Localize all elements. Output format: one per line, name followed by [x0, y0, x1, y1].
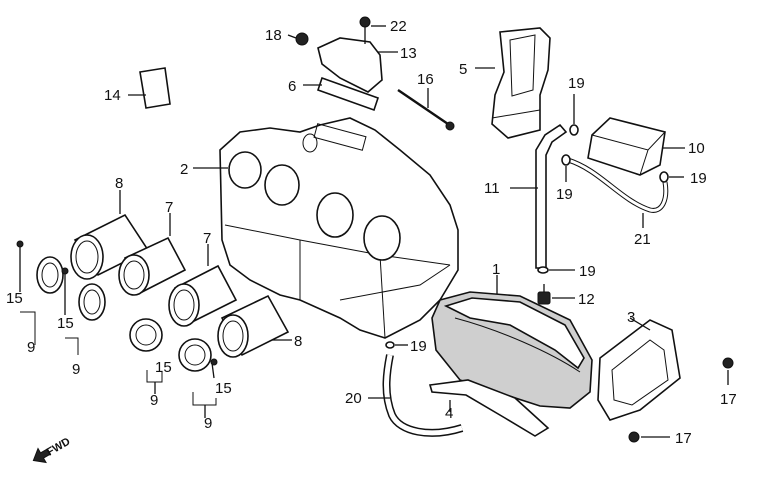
part-14-label-sticker [128, 67, 171, 109]
label-17b: 17 [675, 430, 692, 447]
label-7a: 7 [165, 199, 173, 216]
label-13: 13 [400, 45, 417, 62]
label-17a: 17 [720, 391, 737, 408]
part-9-band-a [16, 240, 64, 345]
part-20-hose [368, 354, 464, 437]
label-5: 5 [459, 61, 467, 78]
label-15c: 15 [155, 359, 172, 376]
label-21: 21 [634, 231, 651, 248]
label-9d: 9 [204, 415, 212, 432]
part-18-grommet [287, 32, 309, 46]
label-4: 4 [445, 405, 453, 422]
label-14: 14 [104, 87, 121, 104]
label-6: 6 [288, 78, 296, 95]
label-9a: 9 [27, 339, 35, 356]
label-18: 18 [265, 27, 282, 44]
fwd-label: FWD [45, 436, 73, 459]
part-9-band-d [178, 338, 218, 418]
label-2: 2 [180, 161, 188, 178]
part-6-tube [303, 76, 380, 112]
part-2-air-cleaner-case [193, 117, 459, 339]
label-11: 11 [484, 180, 500, 197]
part-21-drain-hose [567, 157, 669, 228]
fwd-arrow-icon [32, 447, 52, 464]
part-7-tube-upper [118, 213, 187, 296]
part-19-clip-right [659, 171, 684, 183]
part-22-bolt [359, 16, 386, 44]
part-4-band [428, 379, 550, 437]
part-19-clip-lower [537, 266, 575, 274]
part-19-clip-left [385, 341, 408, 349]
label-16: 16 [417, 71, 434, 88]
label-19e: 19 [410, 338, 427, 355]
label-1: 1 [492, 261, 500, 278]
part-7-tube-lower [168, 244, 238, 327]
label-22: 22 [390, 18, 407, 35]
part-3-side-plate [597, 317, 681, 421]
part-13-bracket [317, 37, 398, 93]
part-17-nut-bottom [628, 431, 670, 443]
label-12: 12 [578, 291, 595, 308]
label-9c: 9 [150, 392, 158, 409]
label-7b: 7 [203, 230, 211, 247]
label-3: 3 [627, 309, 635, 326]
label-8b: 8 [294, 333, 302, 350]
label-10: 10 [688, 140, 705, 157]
part-9-band-c [129, 318, 163, 394]
label-20: 20 [345, 390, 362, 407]
part-5-intake-duct [475, 27, 551, 139]
part-1-air-filter-element [431, 275, 593, 409]
label-19a: 19 [568, 75, 585, 92]
part-16-long-bolt [397, 88, 455, 131]
part-8-tube-lower [217, 294, 292, 358]
label-19d: 19 [579, 263, 596, 280]
part-17-nut-right [722, 357, 734, 385]
label-15d: 15 [215, 380, 232, 397]
label-15a: 15 [6, 290, 23, 307]
part-10-separator [587, 117, 685, 176]
part-12-bolt [537, 284, 575, 305]
label-8a: 8 [115, 175, 123, 192]
label-9b: 9 [72, 361, 80, 378]
part-9-band-b [61, 267, 106, 355]
label-15b: 15 [57, 315, 74, 332]
part-19-clip-mid [561, 154, 571, 182]
label-19b: 19 [556, 186, 573, 203]
label-19c: 19 [690, 170, 707, 187]
part-19-clip-top [569, 94, 579, 136]
